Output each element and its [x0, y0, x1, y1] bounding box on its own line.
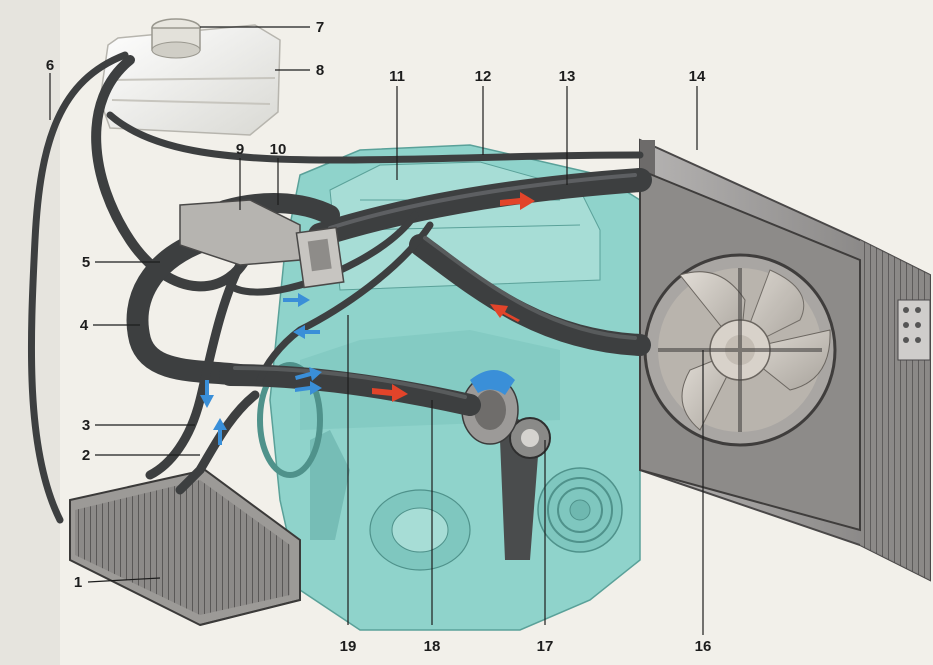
- callout-17: 17: [537, 638, 554, 655]
- flow-arrow-blue-3: [295, 367, 322, 381]
- flow-arrows: [200, 192, 535, 445]
- flow-arrow-blue-5: [200, 380, 214, 408]
- hose-15: [409, 234, 651, 356]
- timing-belt: [470, 400, 551, 560]
- flow-arrow-red-upper: [500, 192, 535, 210]
- callout-4: 4: [80, 317, 89, 334]
- flow-arrow-blue-6: [213, 418, 227, 445]
- callout-9: 9: [236, 141, 244, 158]
- callout-12: 12: [475, 68, 492, 85]
- callout-18: 18: [424, 638, 441, 655]
- expansion-tank: [99, 18, 281, 136]
- callout-3: 3: [82, 417, 90, 434]
- callout-6: 6: [46, 57, 54, 74]
- flow-arrow-red-lower: [372, 384, 408, 402]
- hose-18: [219, 364, 481, 416]
- callout-labels: 1 2 3 4 5 6 7 8 9 10 11 12 13 14 16 17 1…: [46, 19, 712, 655]
- hose-2: [175, 390, 260, 495]
- callout-1: 1: [74, 574, 82, 591]
- hose-4: [126, 229, 251, 386]
- flow-arrow-blue-2: [293, 325, 320, 339]
- callout-14: 14: [689, 68, 706, 85]
- leader-lines: [49, 26, 704, 635]
- hose-19: [256, 221, 434, 384]
- cooling-fan: [658, 268, 831, 432]
- thermostat-housing: [179, 199, 345, 289]
- hoses: [27, 51, 652, 524]
- heater-radiator: [69, 468, 301, 627]
- callout-7: 7: [316, 19, 324, 36]
- callout-10: 10: [270, 141, 287, 158]
- hose-5: [91, 55, 255, 292]
- hose-11: [226, 211, 419, 296]
- hose-6: [27, 51, 129, 524]
- flow-arrow-blue-1: [283, 293, 310, 307]
- callout-11: 11: [389, 68, 405, 85]
- callout-19: 19: [340, 638, 357, 655]
- callout-5: 5: [82, 254, 90, 271]
- callout-2: 2: [82, 447, 90, 464]
- callout-13: 13: [559, 68, 576, 85]
- water-pump: [461, 370, 519, 445]
- callout-8: 8: [316, 62, 324, 79]
- callout-16: 16: [695, 638, 712, 655]
- hose-highlight: [328, 173, 637, 230]
- hose-13: [308, 168, 652, 247]
- flow-arrow-red-middle: [490, 304, 520, 322]
- hose-12: [106, 111, 644, 164]
- flow-arrow-blue-4: [295, 381, 322, 395]
